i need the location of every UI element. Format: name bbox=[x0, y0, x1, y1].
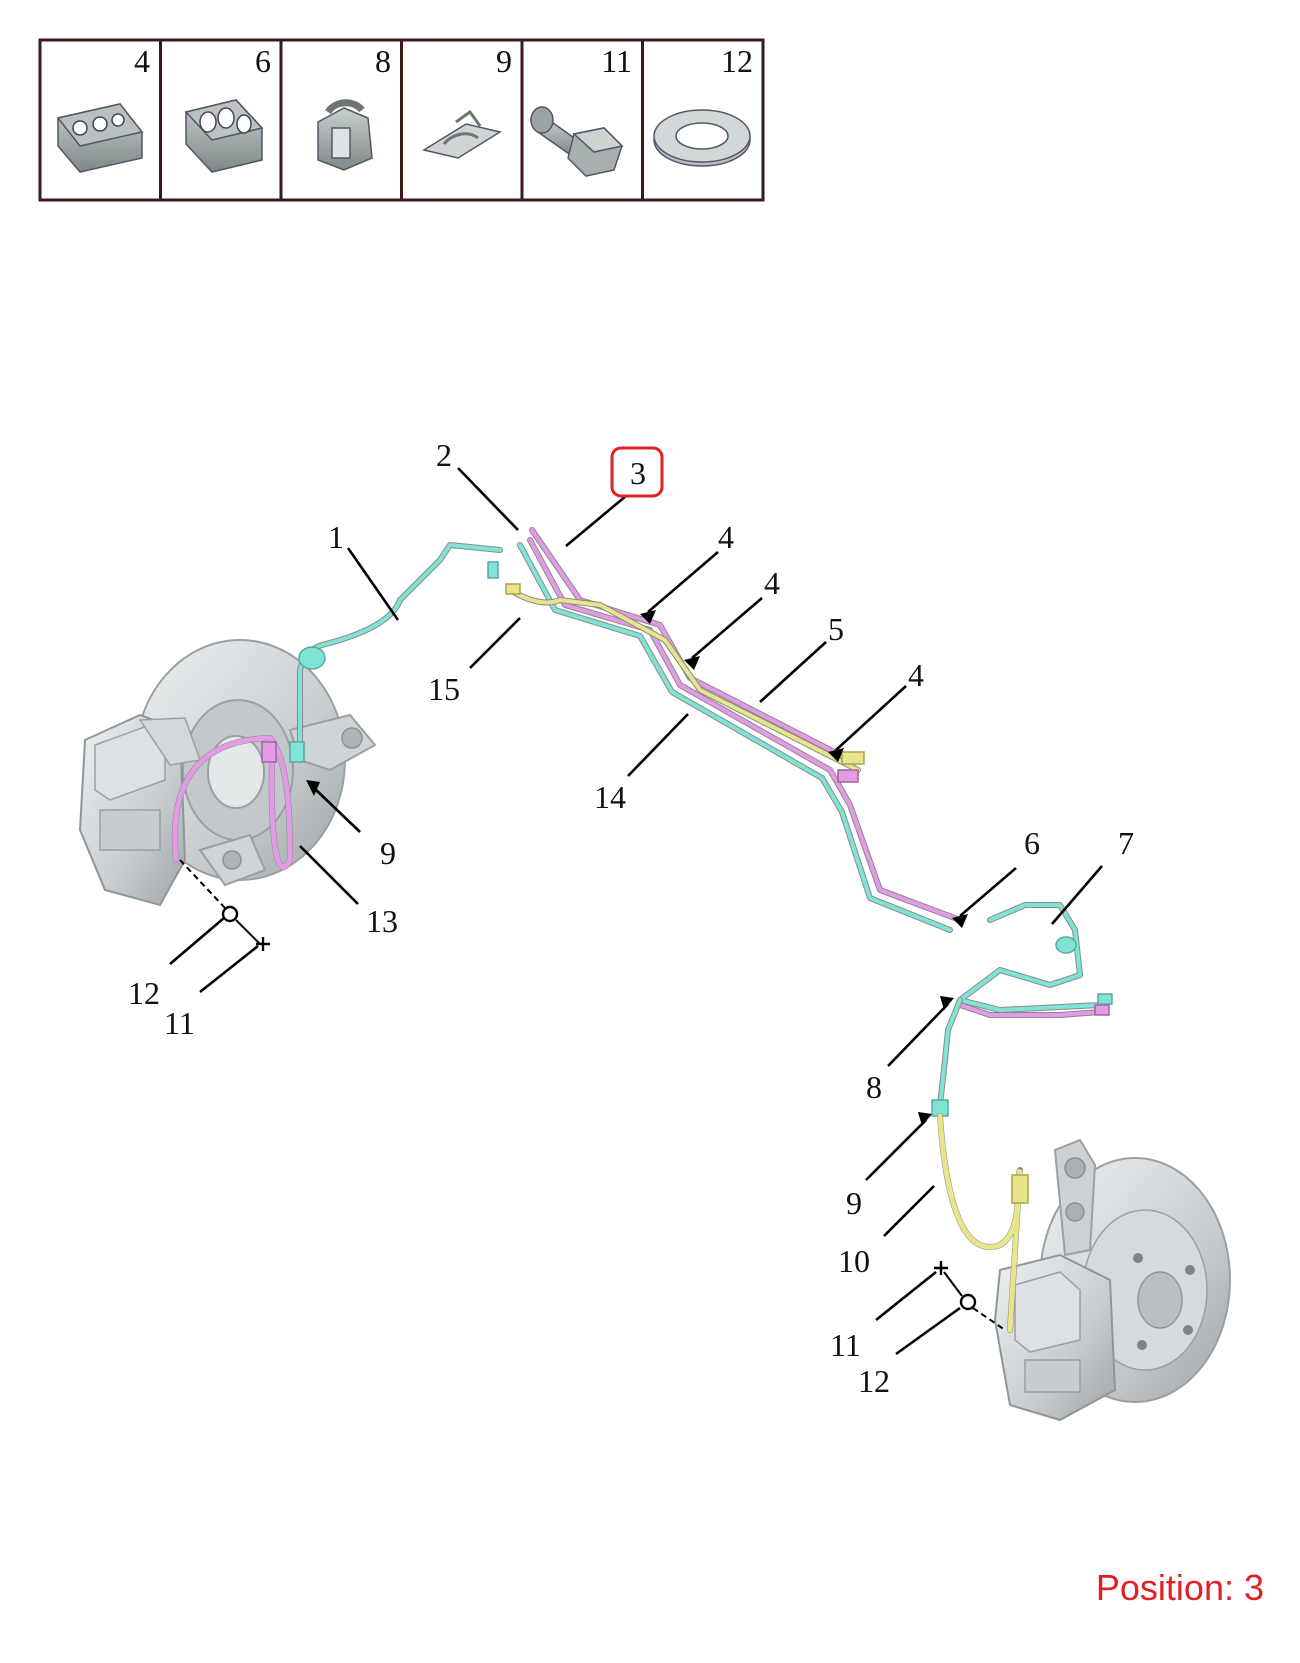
callout-5[interactable]: 5 bbox=[828, 611, 844, 647]
part-number-8: 8 bbox=[375, 43, 391, 79]
callout-4-lower[interactable]: 4 bbox=[908, 657, 924, 693]
leader-lines bbox=[169, 467, 1103, 1356]
callout-labels: 1 2 3 4 4 5 4 6 7 8 9 13 15 14 12 11 9 1… bbox=[128, 437, 1134, 1399]
spring-clip-icon bbox=[422, 109, 502, 159]
callout-13[interactable]: 13 bbox=[366, 903, 398, 939]
brake-pipe-2 bbox=[530, 528, 852, 762]
left-bolt-washer-symbols bbox=[179, 859, 270, 951]
bolt-symbol-left bbox=[256, 937, 270, 951]
callout-9-right[interactable]: 9 bbox=[846, 1185, 862, 1221]
position-label: Position: 3 bbox=[1096, 1567, 1264, 1608]
part-number-6: 6 bbox=[255, 43, 271, 79]
brake-pipe-8 bbox=[938, 998, 962, 1107]
part-number-11: 11 bbox=[601, 43, 632, 79]
brake-pipe-rear-pink bbox=[958, 1003, 1102, 1017]
callout-2[interactable]: 2 bbox=[436, 437, 452, 473]
right-bolt-washer-symbols bbox=[934, 1261, 1006, 1331]
right-brake-assembly bbox=[993, 1138, 1231, 1422]
brake-pipe-14 bbox=[528, 538, 962, 922]
left-brake-assembly bbox=[78, 639, 377, 907]
part-number-4: 4 bbox=[134, 43, 150, 79]
brake-pipes bbox=[171, 527, 1113, 1333]
callout-11-left[interactable]: 11 bbox=[164, 1005, 195, 1041]
callout-7[interactable]: 7 bbox=[1118, 825, 1134, 861]
brake-pipe-7 bbox=[958, 903, 1102, 1012]
callout-3-highlight-box bbox=[610, 446, 664, 498]
callout-11-right[interactable]: 11 bbox=[830, 1327, 861, 1363]
hose-clip-icon bbox=[317, 99, 373, 171]
washer-symbol-right bbox=[959, 1293, 977, 1311]
banjo-bolt-icon bbox=[530, 106, 624, 177]
callout-4-middle[interactable]: 4 bbox=[764, 565, 780, 601]
double-pipe-clip-icon bbox=[56, 103, 144, 173]
callout-14[interactable]: 14 bbox=[594, 779, 626, 815]
callout-6[interactable]: 6 bbox=[1024, 825, 1040, 861]
callout-10[interactable]: 10 bbox=[838, 1243, 870, 1279]
part-number-12: 12 bbox=[721, 43, 753, 79]
part-number-9: 9 bbox=[496, 43, 512, 79]
callout-12-left[interactable]: 12 bbox=[128, 975, 160, 1011]
callout-9-left[interactable]: 9 bbox=[380, 835, 396, 871]
callout-12-right[interactable]: 12 bbox=[858, 1363, 890, 1399]
triple-pipe-clip-icon bbox=[184, 99, 264, 173]
washer-symbol-left bbox=[221, 905, 239, 923]
brake-pipe-3 bbox=[518, 543, 952, 932]
parts-table: 4 6 8 9 11 12 bbox=[38, 38, 765, 202]
brake-hose-13 bbox=[172, 735, 293, 870]
callout-15[interactable]: 15 bbox=[428, 671, 460, 707]
callout-4-upper[interactable]: 4 bbox=[718, 519, 734, 555]
callout-1[interactable]: 1 bbox=[328, 519, 344, 555]
bolt-symbol-right bbox=[934, 1261, 948, 1275]
callout-8[interactable]: 8 bbox=[866, 1069, 882, 1105]
callout-3[interactable]: 3 bbox=[630, 455, 646, 491]
sealing-washer-icon bbox=[653, 109, 751, 167]
brake-pipe-15 bbox=[508, 588, 860, 772]
